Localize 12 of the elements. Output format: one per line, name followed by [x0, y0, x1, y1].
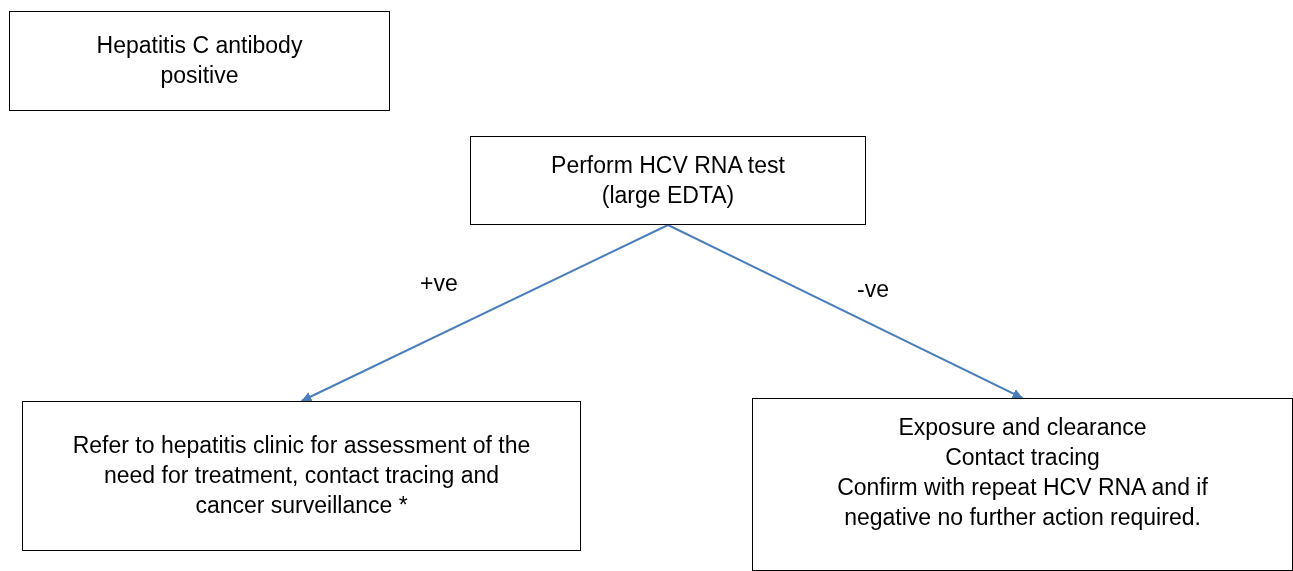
- box-text: Confirm with repeat HCV RNA and if negative no further action required.: [836, 472, 1209, 532]
- box-text: Contact tracing: [945, 442, 1100, 472]
- box-text: Refer to hepatitis clinic for assessment of the need for treatment, contact tracing and cancer surveillance *: [71, 431, 532, 520]
- arrow: [300, 224, 669, 402]
- process-box: [22, 401, 581, 551]
- box-text: Hepatitis C antibody positive: [95, 31, 304, 90]
- box-text: Perform HCV RNA test (large EDTA): [550, 150, 786, 210]
- process-box: [470, 136, 866, 225]
- arrow: [667, 224, 1024, 399]
- box-text: Exposure and clearance: [898, 413, 1147, 442]
- process-box: [9, 11, 390, 111]
- process-box: [752, 398, 1293, 571]
